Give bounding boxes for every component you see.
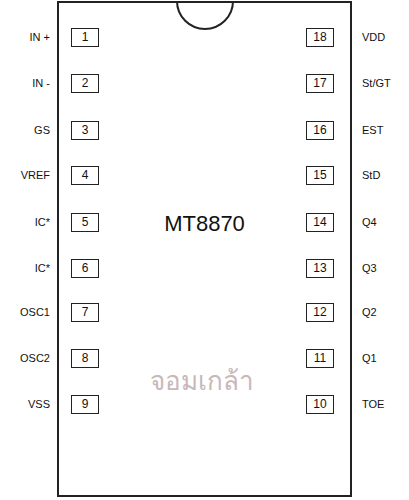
pin-number: 10: [313, 397, 326, 411]
pin-number-box: 10: [306, 395, 334, 414]
pin-number-box: 14: [306, 213, 334, 232]
pin-number-box: 6: [71, 259, 99, 278]
pin-number-box: 13: [306, 259, 334, 278]
pin-name: VREF: [21, 169, 50, 181]
pin-number: 12: [313, 305, 326, 319]
pin-number: 17: [313, 76, 326, 90]
ic-body: MT8870 1 18 2 17 3 16 4 15 5 14 6 13 7 12 8 11 9 10: [57, 1, 352, 497]
pin-number: 3: [82, 123, 89, 137]
pin-number-box: 17: [306, 74, 334, 93]
pin-name: IC*: [35, 262, 50, 274]
pin-number-box: 4: [71, 166, 99, 185]
pin-number-box: 16: [306, 121, 334, 140]
pin-number: 2: [82, 76, 89, 90]
pin-name: GS: [34, 124, 50, 136]
pin-name: OSC2: [20, 352, 50, 364]
pin-name: Q3: [362, 262, 377, 274]
pin-number-box: 7: [71, 303, 99, 322]
pin-number: 8: [82, 351, 89, 365]
pin-number: 5: [82, 215, 89, 229]
pin-name: IC*: [35, 216, 50, 228]
pin-number-box: 12: [306, 303, 334, 322]
pin-name: Q2: [362, 306, 377, 318]
pin-name: StD: [362, 169, 380, 181]
pin-number-box: 1: [71, 28, 99, 47]
watermark: จอมเกล้า: [150, 360, 254, 401]
pin-name: IN -: [32, 77, 50, 89]
pin-number-box: 11: [306, 349, 334, 368]
pin-number: 1: [82, 30, 89, 44]
pin-name: OSC1: [20, 306, 50, 318]
pin-number-box: 5: [71, 213, 99, 232]
pin-name: EST: [362, 124, 383, 136]
pin-number: 16: [313, 123, 326, 137]
pin-number-box: 3: [71, 121, 99, 140]
pin-number: 6: [82, 261, 89, 275]
pin-number-box: 18: [306, 28, 334, 47]
pin-name: St/GT: [362, 77, 391, 89]
pin-name: VDD: [362, 31, 385, 43]
pin-number: 18: [313, 30, 326, 44]
pin-name: TOE: [362, 398, 384, 410]
pin-name: VSS: [28, 398, 50, 410]
pin-name: IN +: [30, 31, 50, 43]
pin-number-box: 2: [71, 74, 99, 93]
pin-number: 4: [82, 168, 89, 182]
chip-name: MT8870: [164, 211, 245, 237]
notch-arc: [177, 1, 233, 29]
pin-number: 7: [82, 305, 89, 319]
pin-name: Q1: [362, 352, 377, 364]
pin-number-box: 8: [71, 349, 99, 368]
pin-number: 13: [313, 261, 326, 275]
pin-number-box: 15: [306, 166, 334, 185]
pin-number-box: 9: [71, 395, 99, 414]
pin-number: 9: [82, 397, 89, 411]
pin-number: 14: [313, 215, 326, 229]
pin-number: 15: [313, 168, 326, 182]
pin-name: Q4: [362, 216, 377, 228]
pin-number: 11: [314, 351, 326, 365]
